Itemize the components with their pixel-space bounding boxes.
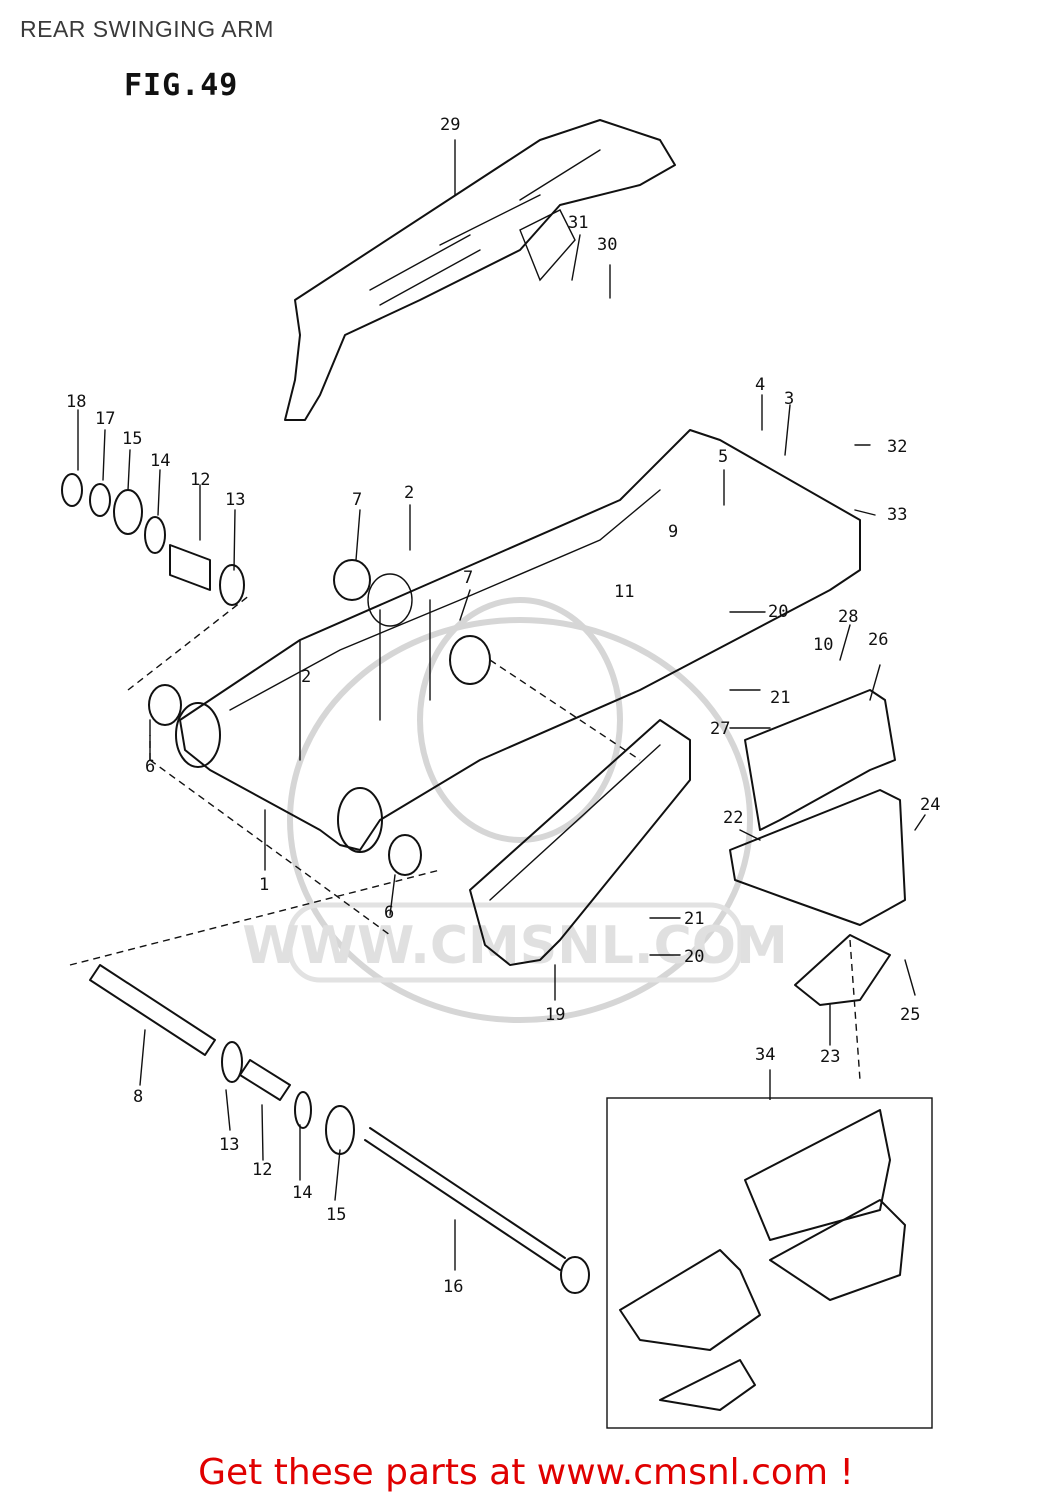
figure-number: FIG.49 [124,68,239,103]
swing-arm [175,429,861,853]
callout-2: 2 [301,667,311,687]
callout-26: 26 [868,630,888,650]
watermark-text: WWW.CMSNL.COM [242,916,787,976]
callout-34: 34 [755,1045,775,1065]
callout-6-left: 6 [145,757,155,777]
callout-28: 28 [838,607,858,627]
callout-25: 25 [900,1005,920,1025]
callout-9: 9 [668,522,678,542]
chain-guard [284,119,676,421]
callout-31: 31 [568,213,588,233]
callout-32: 32 [887,437,907,457]
watermark: WWW.CMSNL.COM [242,597,788,1023]
callout-8: 8 [133,1087,143,1107]
callout-2-top: 2 [404,483,414,503]
callout-13-top: 13 [225,490,245,510]
callout-15: 15 [122,429,142,449]
callout-16: 16 [443,1277,463,1297]
callout-labels: 29 31 30 18 17 15 14 12 13 4 3 32 5 2 7 … [66,115,940,1297]
callout-12: 12 [190,470,210,490]
pivot-parts [89,964,590,1294]
callout-22: 22 [723,808,743,828]
callout-7: 7 [463,568,473,588]
callout-24: 24 [920,795,940,815]
bearing-stack [61,473,422,876]
callout-21: 21 [684,909,704,929]
callout-29: 29 [440,115,460,135]
callout-15-bottom: 15 [326,1205,346,1225]
callout-27: 27 [710,719,730,739]
callout-3: 3 [784,389,794,409]
callout-13: 13 [219,1135,239,1155]
callout-5: 5 [718,447,728,467]
callout-12-bottom: 12 [252,1160,272,1180]
callout-23: 23 [820,1047,840,1067]
callout-21-top: 21 [770,688,790,708]
leader-lines [69,139,926,1271]
callout-11: 11 [614,582,634,602]
callout-20: 20 [684,947,704,967]
callout-20-top: 20 [768,602,788,622]
chain-buffer [469,719,691,966]
callout-14: 14 [150,451,170,471]
get-parts-link[interactable]: Get these parts at www.cmsnl.com ! [198,1452,854,1493]
callout-6: 6 [384,903,394,923]
callout-10: 10 [813,635,833,655]
callout-1: 1 [259,875,269,895]
callout-7-top: 7 [352,490,362,510]
callout-17: 17 [95,409,115,429]
callout-33: 33 [887,505,907,525]
callout-19: 19 [545,1005,565,1025]
adjuster-kit [606,1097,933,1429]
page-title: REAR SWINGING ARM [20,16,274,42]
callout-30: 30 [597,235,617,255]
callout-18: 18 [66,392,86,412]
callout-14-bottom: 14 [292,1183,312,1203]
callout-4: 4 [755,375,765,395]
